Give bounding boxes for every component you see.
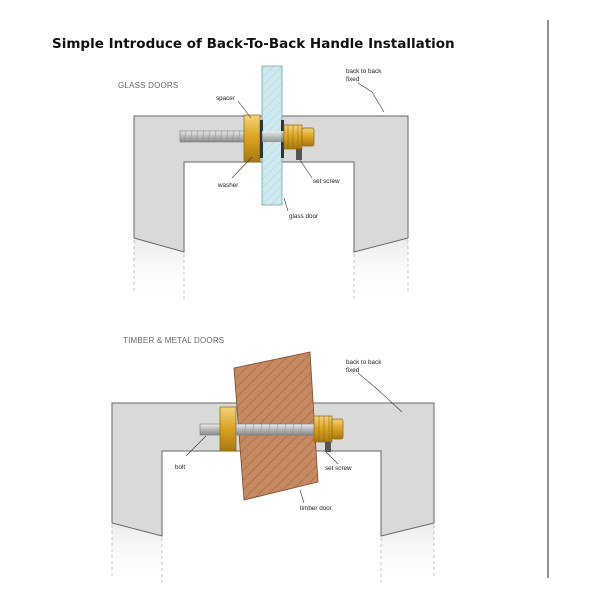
glass-label-glass-door: glass door [289, 213, 318, 220]
timber-right-leg-fade [381, 523, 434, 585]
timber-section-label: TIMBER & METAL DOORS [123, 336, 224, 345]
timber-label-fixed: fixed [346, 367, 360, 374]
timber-label-set-screw: set screw [325, 465, 352, 472]
timber-doors-diagram: TIMBER & METAL DOORS [111, 336, 435, 585]
timber-bolt-left [199, 423, 223, 436]
glass-label-set-screw: set screw [313, 178, 340, 185]
timber-label-timber-door: timber door [300, 505, 332, 512]
glass-doors-diagram: GLASS DOORS [118, 65, 409, 300]
glass-bolt-through [262, 131, 284, 142]
timber-set-screw [325, 442, 331, 452]
glass-handle-body [133, 115, 409, 253]
glass-right-leg-fade [354, 238, 408, 300]
glass-label-washer: washer [217, 182, 238, 189]
timber-label-back-to-back: back to back [346, 359, 382, 366]
timber-label-bolt: bolt [175, 464, 185, 471]
timber-left-leg-fade [112, 523, 162, 585]
glass-bolt [179, 130, 247, 143]
page-title: Simple Introduce of Back-To-Back Handle … [52, 36, 455, 52]
glass-section-label: GLASS DOORS [118, 81, 178, 90]
timber-nut-cap [331, 418, 344, 440]
glass-label-spacer: spacer [216, 95, 235, 102]
glass-left-leg-fade [134, 238, 184, 300]
timber-bolt-through [235, 423, 317, 436]
timber-washer-left [219, 406, 237, 452]
glass-label-fixed: fixed [346, 76, 360, 83]
timber-nut [313, 415, 333, 443]
glass-spacer [260, 120, 263, 158]
glass-label-back-to-back: back to back [346, 68, 382, 75]
glass-washer [243, 114, 261, 163]
glass-nut-cap [301, 127, 315, 147]
glass-set-screw [296, 149, 302, 160]
timber-handle-body [111, 402, 435, 537]
